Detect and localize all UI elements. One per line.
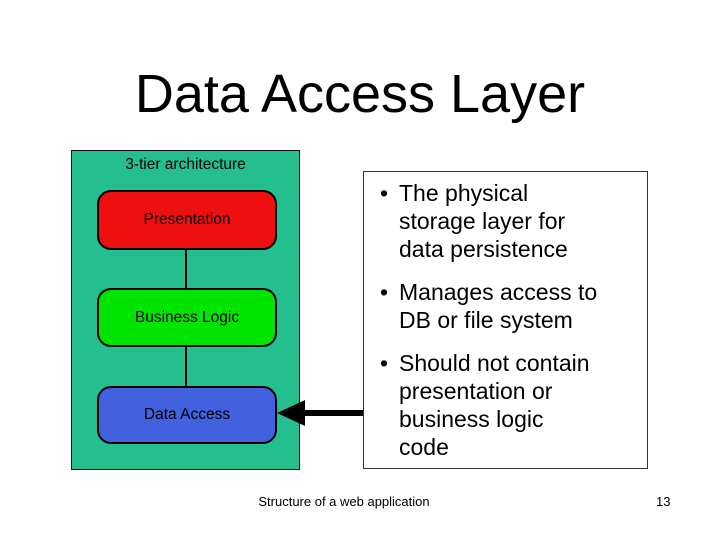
tier-label-presentation: Presentation [143,211,231,228]
page-number: 13 [656,494,671,509]
bullet-text: The physical storage layer for data pers… [399,180,568,262]
bullet-item: • Manages access to DB or file system [380,278,641,334]
architecture-panel-title: 3-tier architecture [125,156,246,173]
footer-text: Structure of a web application [258,494,430,509]
arrow-shaft [303,410,364,416]
tier-label-business-logic: Business Logic [134,308,240,326]
bullet-item: • Should not contain presentation or bus… [380,349,641,461]
bullet-marker: • [380,180,389,206]
tier-box-data-access: Data Access [97,386,277,444]
bullet-text: Should not contain presentation or busin… [399,350,590,460]
bullet-item: • The physical storage layer for data pe… [380,179,641,263]
bullet-marker: • [380,350,389,376]
connector-line-top [185,250,187,288]
tier-box-business-logic: Business Logic [97,288,277,347]
bullet-marker: • [380,279,389,305]
tier-label-data-access: Data Access [143,406,231,423]
bullet-text: Manages access to DB or file system [399,279,598,333]
tier-box-presentation: Presentation [97,190,277,250]
slide-title: Data Access Layer [134,64,586,124]
notes-box: • The physical storage layer for data pe… [363,171,648,469]
arrow-left-icon [277,400,305,426]
connector-line-bottom [185,347,187,386]
